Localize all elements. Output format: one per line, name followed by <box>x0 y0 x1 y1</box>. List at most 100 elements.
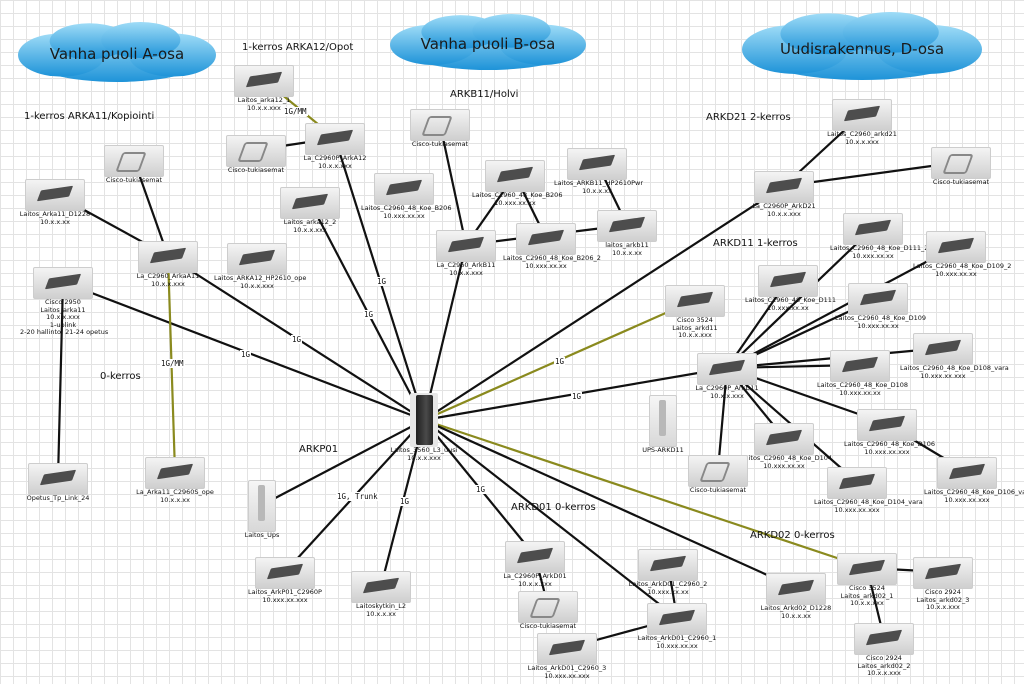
device-label-line: Laitos_C2960_48_Koe_D106_vara <box>924 488 1024 496</box>
cloud-d-osa: Uudisrakennus, D-osa <box>742 12 982 80</box>
switch-icon <box>848 283 908 315</box>
device-cisco-tuki-d01[interactable]: Cisco-tukiasemat <box>505 591 591 631</box>
device-ups[interactable]: Laitos_Ups <box>219 480 305 540</box>
device-label: Cisco-tukiasemat <box>918 178 1004 187</box>
device-label-line: 10.x.x.xx <box>160 495 190 504</box>
device-label-line: Cisco-tukiasemat <box>227 166 285 174</box>
device-label-line: 10.xxx.xx.xxx <box>834 505 880 514</box>
link-label: 1G <box>240 350 252 359</box>
access-point-icon <box>688 455 748 487</box>
switch-icon <box>665 285 725 317</box>
device-label-line: Laitos_C2960_48_Koe_D109 <box>835 314 926 322</box>
copper-link <box>260 418 426 507</box>
device-label-line: 10.x.x.xxx <box>845 137 879 146</box>
device-label-line: 10.xxx.xx.xx <box>525 261 567 270</box>
device-cisco-tuki-a12[interactable]: Cisco-tukiasemat <box>213 135 299 175</box>
device-label-line: Cisco 3524 <box>677 316 713 324</box>
device-label-line: Laitos_3560_L3_uusi <box>390 446 458 454</box>
device-ups-arkd11[interactable]: UPS-ARKD11 <box>620 395 706 455</box>
copper-link <box>422 418 798 590</box>
device-label-line: 2-20 hallinto, 21-24 opetus <box>20 328 109 336</box>
device-label-line: Laitos_ArkD01_C2960_3 <box>527 664 607 672</box>
device-label-line: Laitos_C2960_48_Koe_D108_vara <box>900 364 1009 372</box>
note-arka11: 1-kerros ARKA11/Kopiointi <box>24 111 155 122</box>
device-cisco-tuki-b11[interactable]: Cisco-tukiasemat <box>397 109 483 149</box>
switch-icon <box>830 350 890 382</box>
device-label-line: Opetus_Tp_Link_24 <box>26 494 90 502</box>
device-label-line: Laitos_C2960_48_Koe_D108 <box>817 381 908 389</box>
device-cisco-tuki-d11[interactable]: Cisco-tukiasemat <box>675 455 761 495</box>
switch-icon <box>827 467 887 499</box>
switch-icon <box>227 243 287 275</box>
link-label: 1G <box>475 485 487 494</box>
cloud-a-osa: Vanha puoli A-osa <box>18 22 216 82</box>
switch-icon <box>597 210 657 242</box>
device-label-line: Laitos_Arka11_D1228 <box>19 210 91 218</box>
device-label-line: Laitos_C2960_48_Koe_B206 <box>472 191 563 199</box>
copper-link <box>56 280 65 480</box>
device-label-line: Laitos_Arkd02_D1228 <box>760 604 832 612</box>
device-label: Opetus_Tp_Link_24 <box>15 494 101 503</box>
device-label-line: 10.x.x.xxx <box>767 209 801 218</box>
device-opetus-tp[interactable]: Opetus_Tp_Link_24 <box>15 463 101 503</box>
device-cisco-tuki-d21[interactable]: Cisco-tukiasemat <box>918 147 1004 187</box>
device-label-line: 10.x.x.xx <box>40 217 70 226</box>
device-label-line: 10.xxx.xx.xx <box>383 211 425 220</box>
switch-icon <box>832 99 892 131</box>
cloud-a-label: Vanha puoli A-osa <box>49 45 185 63</box>
device-label-line: 10.x.x.xxx <box>850 599 884 607</box>
device-label-line: Laitos_arka11 <box>40 305 86 314</box>
cloud-b-label: Vanha puoli B-osa <box>420 35 556 53</box>
link-label: 1G <box>291 335 303 344</box>
device-cisco-tuki-a11[interactable]: Cisco-tukiasemat <box>91 145 177 185</box>
device-label-line: Cisco-tukiasemat <box>689 486 747 494</box>
